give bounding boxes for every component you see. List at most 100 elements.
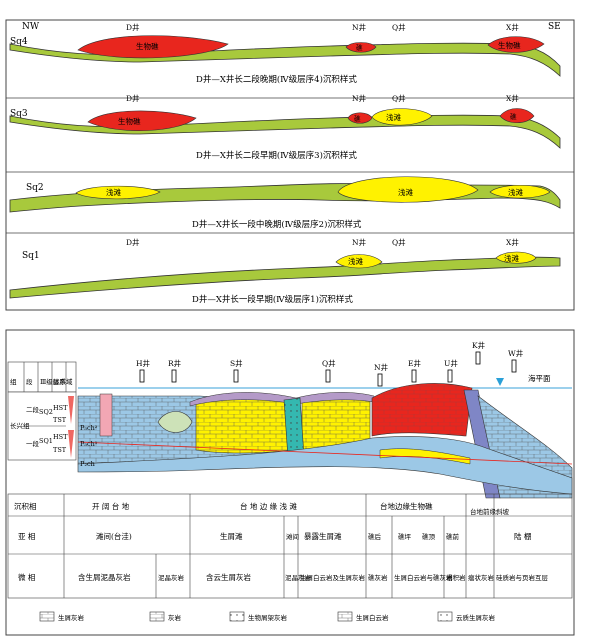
microfacies-cell: 生屑白云岩及生屑灰岩 [300, 573, 366, 582]
subfacies-cell: 礁前 [446, 532, 460, 541]
microfacies-cell: 泥晶灰岩 [285, 573, 312, 582]
sequence-label: Sq3 [10, 109, 28, 119]
shoal-body [371, 108, 433, 126]
facies-table [7, 493, 573, 599]
well-label: N井 [352, 237, 367, 247]
subfacies-cell: 滩间 [286, 532, 299, 541]
boundary-line [77, 441, 573, 465]
microfacies-cell: 生屑白云岩与礁灰岩 [394, 573, 453, 582]
microfacies-cell: 塌积岩 [446, 573, 466, 582]
sequence-label: SQ1 [39, 437, 53, 445]
reef-body [499, 108, 535, 124]
fill-label: 浅滩 [106, 187, 121, 197]
system-tract: TST [53, 446, 67, 454]
panel-sq3: Sq3 D井 N井 Q井 X井 生物礁 礁 浅滩 礁 D井—X井长二段早期(Ⅳ级… [9, 93, 561, 161]
well-label: N井 [374, 362, 389, 372]
well-label: Q井 [392, 22, 406, 32]
shoal-body [335, 254, 383, 269]
microfacies-cell: 瘤状灰岩 [468, 573, 495, 582]
microfacies-cell: 含生屑泥晶灰岩 [78, 572, 131, 582]
sea-level-label: 海平面 [528, 373, 551, 383]
well-label: N井 [352, 93, 367, 103]
shoal-pattern [196, 395, 290, 453]
well-label: D井 [126, 237, 140, 247]
fill-label: 礁 [356, 43, 363, 52]
fill-label: 浅滩 [348, 256, 363, 266]
fill-label: 浅滩 [508, 187, 523, 197]
panel-caption: D井—X井长二段早期(Ⅳ级层序3)沉积样式 [196, 150, 357, 161]
well-label: D井 [126, 93, 140, 103]
marker-label: P₃ch¹ [80, 440, 98, 448]
well-label: H井 [136, 358, 151, 368]
wells: H井 R井 S井 Q井 N井 E井 U井 K井 W井 [136, 340, 524, 387]
sea-level-marker [496, 378, 504, 386]
shoal-body [337, 176, 479, 203]
row-head: 亚 相 [18, 531, 35, 541]
legend-label: 灰岩 [168, 613, 182, 622]
panel-caption: D井—X井长二段晚期(Ⅳ级层序4)沉积样式 [196, 74, 357, 85]
col-head: 组 [10, 377, 17, 386]
legend-label: 生屑灰岩 [58, 613, 85, 622]
microfacies-cell: 泥晶灰岩 [158, 573, 185, 582]
system-tract: TST [53, 416, 67, 424]
well-label: N井 [352, 22, 367, 32]
legend-label: 生物屑架灰岩 [248, 613, 288, 622]
fill-label: 浅滩 [398, 187, 413, 197]
strata-band [9, 256, 561, 299]
sequence-label: Sq1 [22, 251, 40, 261]
well-label: Q井 [322, 358, 336, 368]
reef-body [487, 36, 545, 53]
fill-label: 礁 [510, 112, 517, 121]
subfacies-cell: 滩间(台洼) [96, 531, 132, 541]
direction-se: SE [548, 22, 561, 32]
well-label: K井 [472, 340, 486, 350]
strata-band [9, 114, 561, 149]
mound-body [157, 411, 193, 433]
subfacies-cell: 礁顶 [422, 532, 436, 541]
reef-body [77, 35, 229, 59]
system-tract: HST [53, 433, 68, 441]
col-head: 段 [26, 377, 33, 386]
well-label: Q井 [392, 93, 406, 103]
microfacies-cell: 礁灰岩 [368, 573, 388, 582]
well-label: D井 [126, 22, 140, 32]
marker-label: P₃ch² [80, 424, 98, 432]
direction-nw: NW [22, 22, 40, 32]
fill-label: 浅滩 [386, 112, 401, 122]
panel-caption: D井—X井长一段中晚期(Ⅳ级层序2)沉积样式 [192, 219, 362, 230]
facies-cell: 台地前缘斜坡 [470, 507, 510, 516]
well-label: E井 [408, 358, 421, 368]
well-label: X井 [506, 93, 519, 103]
fill-label: 生物礁 [118, 116, 141, 126]
facies-table-text: 沉积相 亚 相 微 相 开 阔 台 地 台 地 边 缘 浅 滩 台地边缘生物礁 … [14, 501, 549, 582]
pink-strip [99, 393, 113, 437]
member-label: 二段 [26, 405, 40, 414]
marker-label: P₂ch [80, 460, 95, 468]
panel-frame [5, 19, 575, 311]
fill-label: 生物礁 [136, 41, 159, 51]
formation-label: 长兴组 [10, 421, 30, 430]
cross-section-diagram: 组 段 Ⅲ级层序 体系域 长兴组 二段 一段 SQ2 SQ1 HST TST H… [5, 329, 575, 636]
col-head: Ⅲ级层序 [40, 377, 66, 386]
well-label: U井 [444, 358, 458, 368]
facies-cell: 台地边缘生物礁 [380, 501, 433, 511]
facies-cell: 陆 棚 [514, 531, 531, 541]
sequence-label: SQ2 [39, 408, 53, 416]
fill-label: 生物礁 [498, 40, 521, 50]
row-head: 沉积相 [14, 501, 37, 511]
legend-label: 生屑白云岩 [356, 613, 389, 622]
well-label: X井 [506, 237, 519, 247]
well-label: Q井 [392, 237, 406, 247]
reef-body [347, 112, 373, 124]
microfacies-cell: 含云生屑灰岩 [206, 572, 251, 582]
system-tract: HST [53, 404, 68, 412]
subfacies-cell: 礁坪 [398, 532, 412, 541]
well-label: S井 [230, 358, 243, 368]
reef-body [345, 42, 377, 53]
fill-label: 礁 [354, 114, 361, 123]
stratigraphic-panels: NW SE Sq4 D井 N井 Q井 X井 生物礁 礁 生物礁 D井—X井长二段… [5, 19, 575, 311]
sequence-label: Sq2 [26, 183, 44, 193]
subfacies-cell: 礁后 [368, 532, 382, 541]
fill-label: 浅滩 [504, 253, 519, 263]
shoal-pattern [302, 394, 370, 452]
